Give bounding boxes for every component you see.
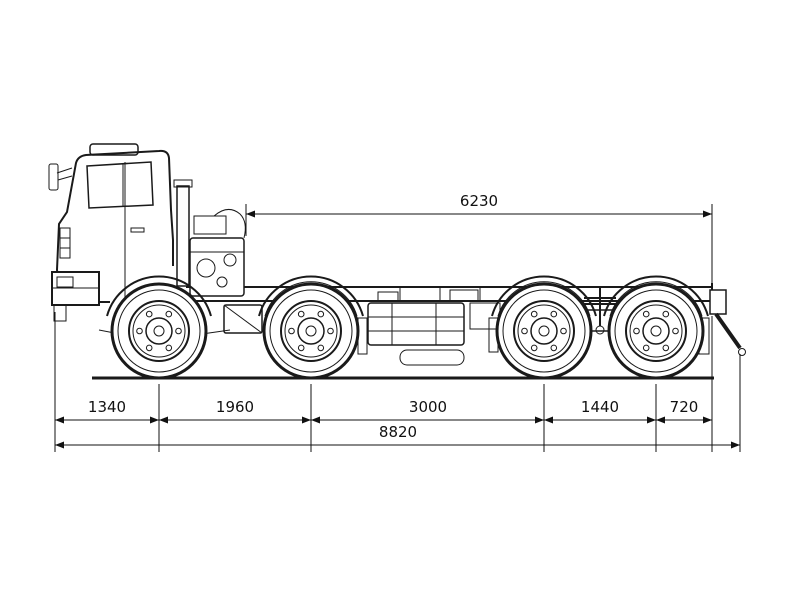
- dim-overall-label: 8820: [379, 423, 417, 441]
- side-mirror: [48, 163, 59, 191]
- front-grille: [59, 227, 71, 259]
- dim-segment-2-label: 1960: [216, 398, 254, 416]
- dim-top-span: 6230: [245, 192, 713, 288]
- wheel-axle-2: [262, 282, 360, 380]
- cab: [48, 143, 212, 324]
- fuel-tank-and-boxes: [223, 302, 501, 366]
- roof-fairing: [89, 143, 139, 156]
- wheel-axle-1: [110, 282, 208, 380]
- wheel-axle-4: [607, 282, 705, 380]
- dim-segment-4-label: 1440: [581, 398, 619, 416]
- dim-segment-5-label: 720: [670, 398, 699, 416]
- wheel-axle-3: [495, 282, 593, 380]
- fenders: [258, 275, 709, 317]
- dim-top-label: 6230: [460, 192, 498, 210]
- truck-drawing: [48, 143, 746, 380]
- dim-overall: 8820: [55, 423, 740, 449]
- dim-segment-1-label: 1340: [88, 398, 126, 416]
- dimensions: 6230 1340 1960 3000 1440 720: [54, 192, 741, 452]
- front-wheel-arch: [106, 275, 212, 317]
- dim-segment-3-label: 3000: [409, 398, 447, 416]
- door-handle: [130, 227, 145, 233]
- dim-segments: 1340 1960 3000 1440 720: [55, 398, 712, 424]
- rear-tow-hitch: [709, 289, 746, 356]
- cab-window: [86, 161, 154, 209]
- headlight: [56, 276, 74, 288]
- engine-equipment: [173, 179, 246, 297]
